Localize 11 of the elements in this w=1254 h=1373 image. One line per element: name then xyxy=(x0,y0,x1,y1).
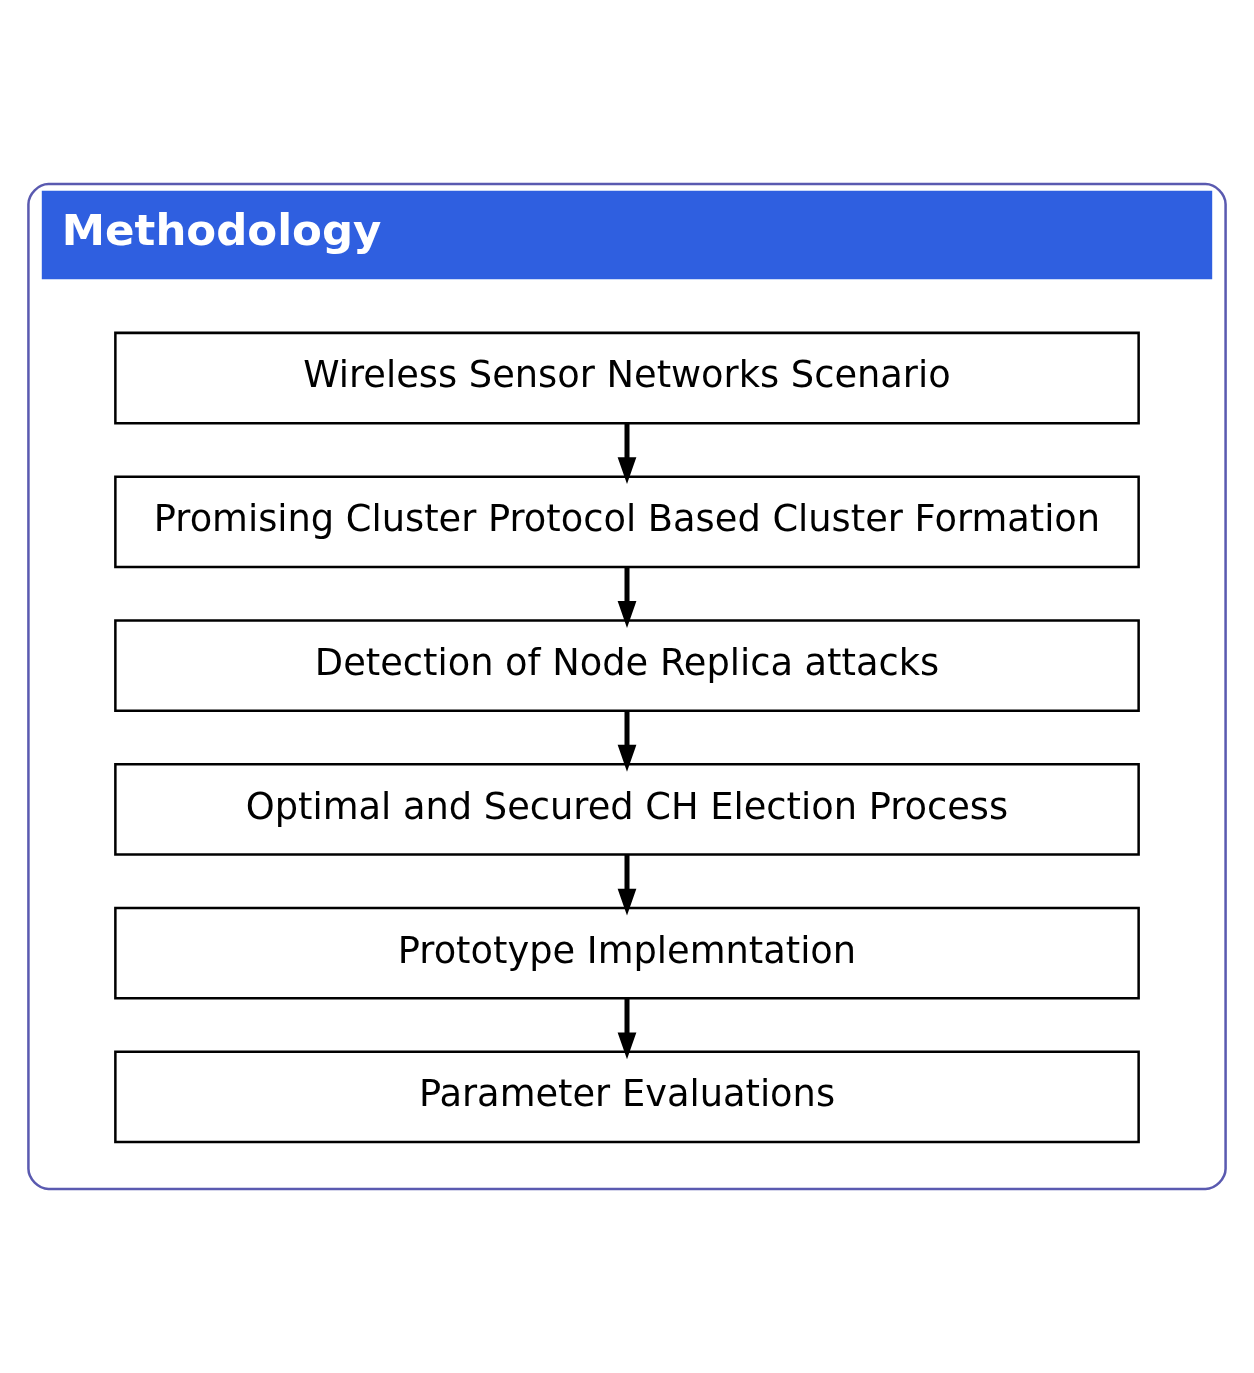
node-box: Prototype Implemntation xyxy=(114,906,1140,1000)
node-box: Wireless Sensor Networks Scenario xyxy=(114,331,1140,425)
arrow xyxy=(617,710,637,772)
arrow xyxy=(617,423,637,485)
node-box: Parameter Evaluations xyxy=(114,1050,1140,1144)
arrow xyxy=(617,567,637,628)
node-box: Detection of Node Replica attacks xyxy=(114,619,1140,712)
node-box: Optimal and Secured CH Election Process xyxy=(114,763,1140,856)
arrow xyxy=(617,854,637,916)
arrow xyxy=(617,998,637,1060)
node-box: Promising Cluster Protocol Based Cluster Formation xyxy=(114,475,1140,569)
